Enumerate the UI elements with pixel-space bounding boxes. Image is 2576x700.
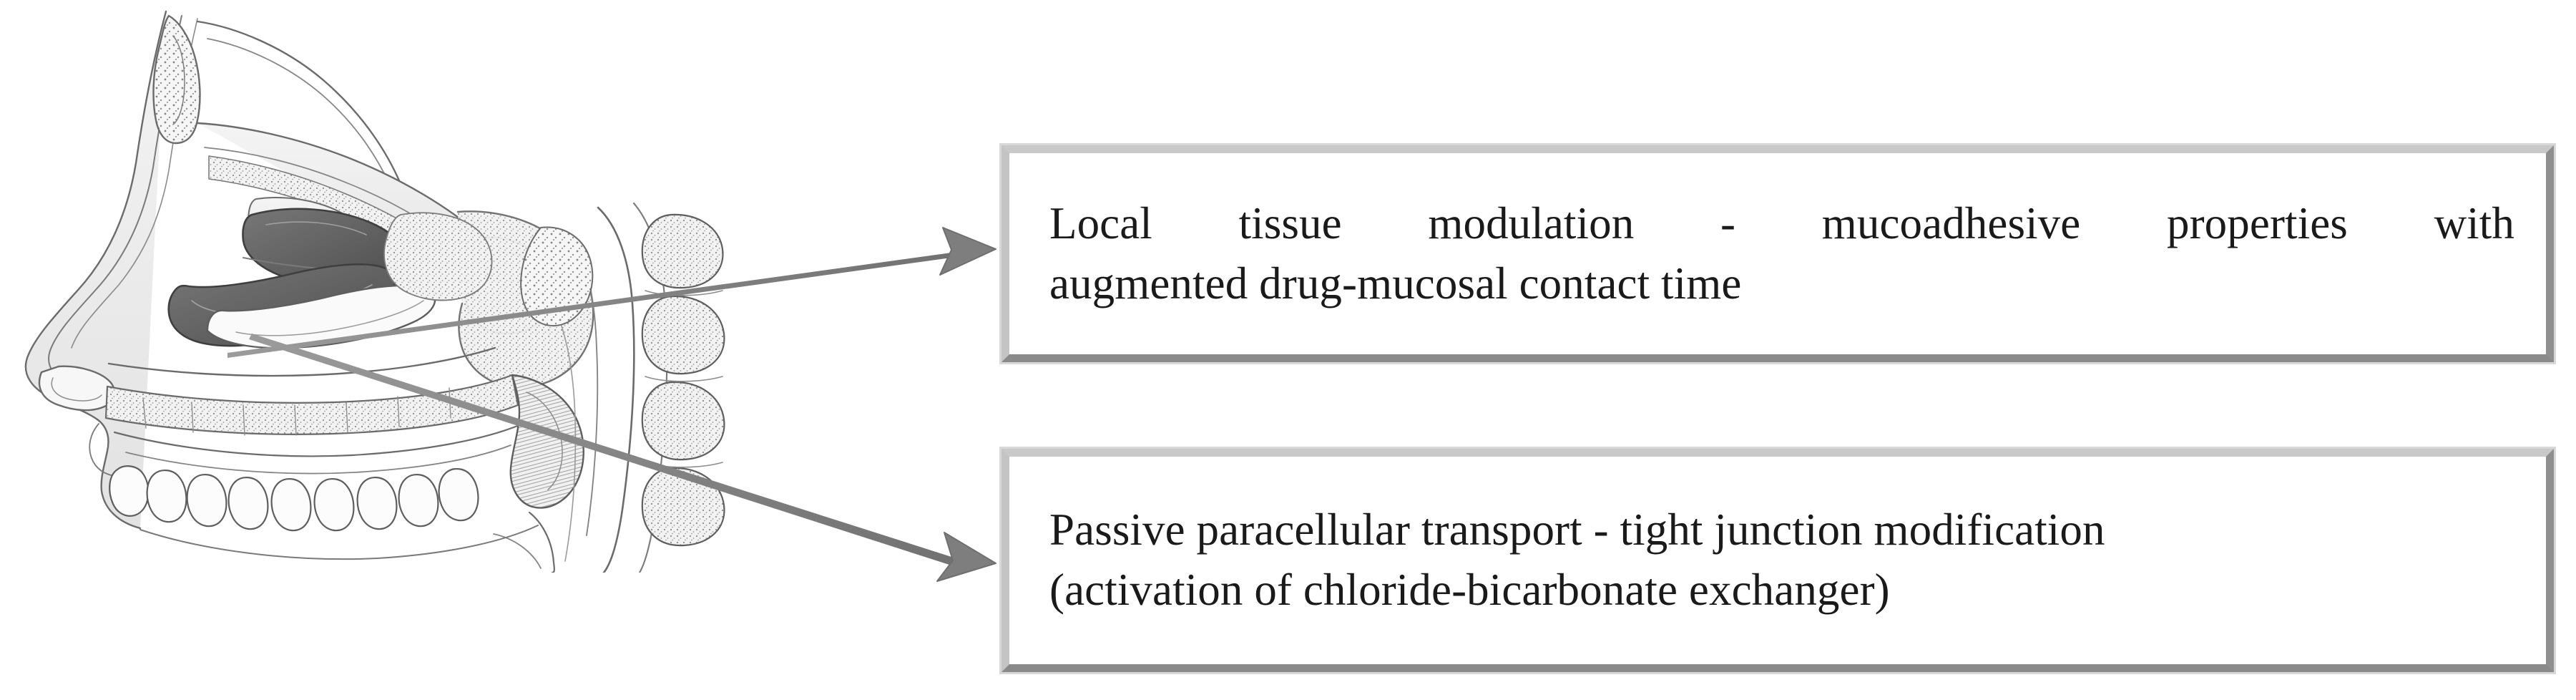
nasal-cavity-sagittal-illustration — [0, 0, 758, 573]
callout-1-line-1: Local tissue modulation - mucoadhesive p… — [1049, 198, 2514, 248]
callout-text-container: Passive paracellular transport - tight j… — [1009, 500, 2546, 621]
callout-text-container: Local tissue modulation - mucoadhesive p… — [1009, 194, 2546, 314]
callout-1-line-2: augmented drug-mucosal contact time — [1049, 258, 1742, 308]
callout-2-line-2: (activation of chloride-bicarbonate exch… — [1049, 565, 1890, 615]
callout-2-line-1: Passive paracellular transport - tight j… — [1049, 505, 2105, 555]
local-tissue-modulation-callout: Local tissue modulation - mucoadhesive p… — [1001, 145, 2554, 362]
passive-paracellular-transport-callout: Passive paracellular transport - tight j… — [1001, 449, 2554, 672]
